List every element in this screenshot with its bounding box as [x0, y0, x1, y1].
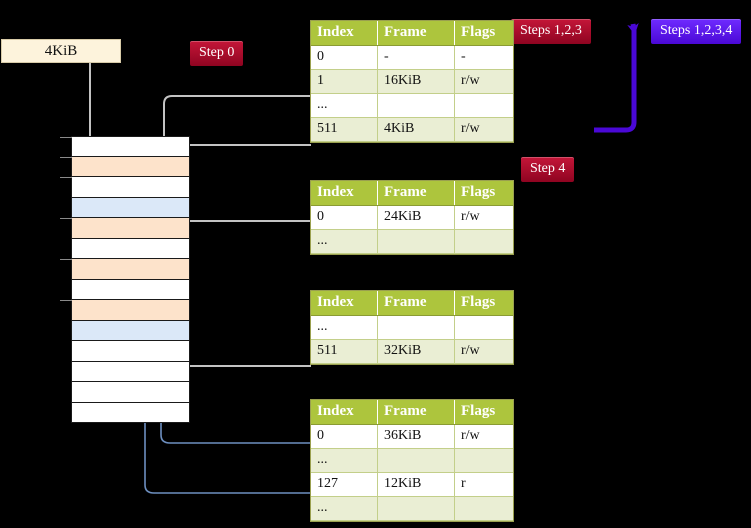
badge-step-4: Step 4: [521, 157, 575, 182]
badge-steps-123: Steps 1,2,3: [511, 19, 591, 44]
column-header-index: Index: [311, 181, 378, 206]
table-row[interactable]: ...: [311, 229, 513, 254]
cell-index: 511: [311, 117, 378, 142]
table-row[interactable]: ...: [311, 93, 513, 118]
cell-frame: [377, 448, 455, 473]
cell-flags: [454, 448, 513, 473]
cell-frame: [377, 496, 455, 521]
memory-tick-mark: [60, 218, 72, 219]
memory-frame-row: [71, 238, 190, 259]
column-header-flags: Flags: [454, 400, 513, 425]
column-header-frame: Frame: [377, 400, 455, 425]
memory-frame-row: [71, 361, 190, 382]
memory-frame-row: [71, 279, 190, 300]
badge-step-0: Step 0: [190, 41, 244, 66]
table-row[interactable]: ...: [311, 496, 513, 521]
cell-index: 127: [311, 472, 378, 497]
memory-frame-row: [60, 156, 190, 177]
cell-index: ...: [311, 496, 378, 521]
cell-flags: r/w: [454, 117, 513, 142]
cell-frame: 4KiB: [377, 117, 455, 142]
table-row[interactable]: 0--: [311, 45, 513, 70]
memory-frame-row: [71, 341, 190, 362]
cell-frame: [377, 229, 455, 254]
cell-flags: [454, 315, 513, 340]
memory-frame-row: [71, 402, 190, 423]
physical-memory-column: [60, 136, 190, 423]
cell-frame: [377, 93, 455, 118]
cell-flags: r/w: [454, 69, 513, 94]
cell-index: ...: [311, 93, 378, 118]
cell-index: ...: [311, 229, 378, 254]
cell-frame: 36KiB: [377, 424, 455, 449]
memory-frame-row: [71, 320, 190, 341]
column-header-flags: Flags: [454, 181, 513, 206]
cell-flags: r/w: [454, 339, 513, 364]
badge-steps-1234: Steps 1,2,3,4: [651, 19, 742, 44]
cell-index: 1: [311, 69, 378, 94]
cell-flags: [454, 496, 513, 521]
memory-tick-mark: [60, 156, 72, 158]
memory-frame-row: [71, 382, 190, 403]
cell-flags: [454, 229, 513, 254]
memory-frame-row: [60, 300, 190, 321]
cell-frame: [377, 315, 455, 340]
cell-frame: -: [377, 45, 455, 70]
column-header-flags: Flags: [454, 291, 513, 316]
cell-flags: r: [454, 472, 513, 497]
memory-frame-row: [60, 218, 190, 239]
memory-frame-row: [60, 177, 190, 198]
memory-tick-mark: [60, 300, 72, 301]
column-header-index: Index: [311, 21, 378, 46]
cell-frame: 24KiB: [377, 205, 455, 230]
cell-index: ...: [311, 448, 378, 473]
cell-frame: 16KiB: [377, 69, 455, 94]
cell-index: 0: [311, 205, 378, 230]
cell-frame: 12KiB: [377, 472, 455, 497]
column-header-frame: Frame: [377, 21, 455, 46]
memory-frame-row: [60, 136, 190, 157]
cell-index: 0: [311, 424, 378, 449]
cell-index: ...: [311, 315, 378, 340]
memory-frame-row: [71, 197, 190, 218]
table-row[interactable]: ...: [311, 315, 513, 340]
page-size-box: 4KiB: [1, 39, 121, 63]
cell-flags: -: [454, 45, 513, 70]
column-header-flags: Flags: [454, 21, 513, 46]
memory-frame-row: [60, 259, 190, 280]
cell-frame: 32KiB: [377, 339, 455, 364]
column-header-index: Index: [311, 400, 378, 425]
column-header-frame: Frame: [377, 291, 455, 316]
cell-index: 0: [311, 45, 378, 70]
table-row[interactable]: ...: [311, 448, 513, 473]
cell-flags: r/w: [454, 424, 513, 449]
cell-flags: [454, 93, 513, 118]
column-header-index: Index: [311, 291, 378, 316]
column-header-frame: Frame: [377, 181, 455, 206]
memory-tick-mark: [60, 137, 72, 138]
memory-tick-mark: [60, 259, 72, 260]
memory-tick-mark: [60, 177, 72, 178]
cell-index: 511: [311, 339, 378, 364]
cell-flags: r/w: [454, 205, 513, 230]
